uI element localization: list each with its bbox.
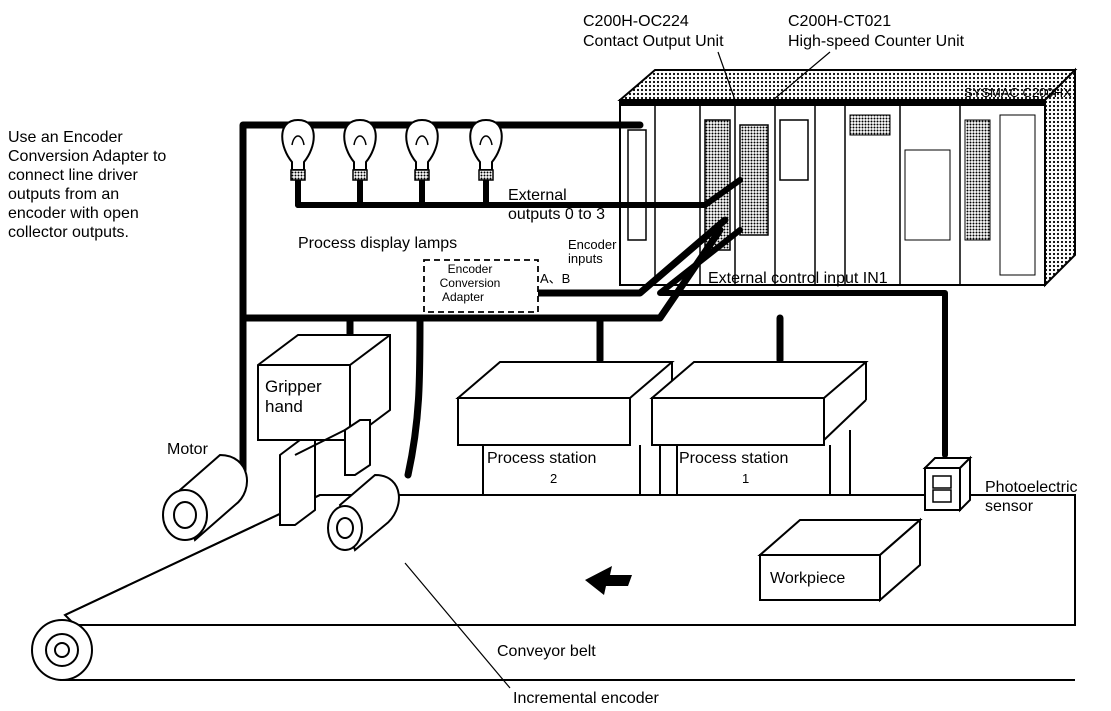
adapter-note-line: encoder with open [8, 204, 166, 223]
adapter-note-line: Conversion Adapter to [8, 147, 166, 166]
adapter-note-line: outputs from an [8, 185, 166, 204]
process-lamps-label: Process display lamps [298, 234, 457, 253]
external-outputs-range: outputs 0 to 3 [508, 205, 605, 224]
adapter-note-line: connect line driver [8, 166, 166, 185]
adapter-note-line: Use an Encoder [8, 128, 166, 147]
station-2-label: Process station [487, 449, 596, 468]
encoder-label: Incremental encoder [513, 689, 659, 708]
adapter-box-label: Conversion [426, 277, 514, 290]
motor-label: Motor [167, 440, 208, 459]
adapter-box-label: Encoder [428, 263, 512, 276]
conveyor-label: Conveyor belt [497, 642, 596, 661]
photo-sensor-label: Photoelectric [985, 478, 1078, 497]
control-input-label: External control input IN1 [708, 269, 888, 288]
workpiece-label: Workpiece [770, 569, 845, 588]
motor [163, 455, 247, 540]
external-outputs-label: External [508, 186, 567, 205]
station-1-label: Process station [679, 449, 788, 468]
counter-unit-model: C200H-CT021 [788, 12, 891, 31]
plc-name: SYSMAC C200HX [964, 86, 1072, 100]
gripper-label: Gripper [265, 377, 322, 396]
process-lamps [282, 120, 502, 180]
adapter-note: Use an Encoder Conversion Adapter to con… [8, 128, 166, 242]
adapter-box-label: Adapter [428, 291, 498, 304]
photo-sensor-label: sensor [985, 497, 1033, 516]
process-station-2 [458, 362, 672, 495]
output-unit-model: C200H-OC224 [583, 12, 689, 31]
output-unit-name: Contact Output Unit [583, 32, 724, 51]
gripper-label: hand [265, 397, 303, 416]
station-2-number: 2 [550, 472, 557, 486]
photoelectric-sensor [925, 458, 970, 510]
ab-signals-label: A、B [540, 272, 570, 286]
adapter-note-line: collector outputs. [8, 223, 166, 242]
encoder-inputs-label: Encoder [568, 238, 616, 252]
station-1-number: 1 [742, 472, 749, 486]
process-station-1 [652, 362, 866, 495]
encoder-inputs-label: inputs [568, 252, 603, 266]
counter-unit-name: High-speed Counter Unit [788, 32, 964, 51]
